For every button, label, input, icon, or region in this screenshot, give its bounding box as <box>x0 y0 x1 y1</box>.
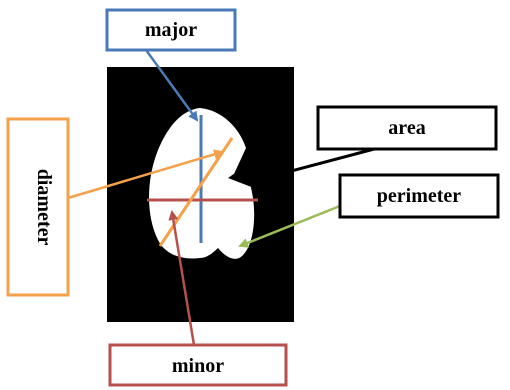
area-label-box: area <box>316 105 498 151</box>
perimeter-connector <box>238 200 351 248</box>
diameter-label: diameter <box>33 169 55 246</box>
major-label-box: major <box>105 8 237 52</box>
area-label: area <box>388 117 425 139</box>
perimeter-label-box: perimeter <box>338 173 500 219</box>
minor-label: minor <box>172 355 224 377</box>
perimeter-label: perimeter <box>377 185 462 207</box>
diameter-label-box: diameter <box>6 117 70 297</box>
minor-label-box: minor <box>108 343 288 387</box>
area-connector <box>245 146 379 185</box>
major-label: major <box>145 19 197 41</box>
minor-connector <box>168 210 196 346</box>
diameter-connector <box>67 149 224 200</box>
major-connector <box>144 49 199 122</box>
